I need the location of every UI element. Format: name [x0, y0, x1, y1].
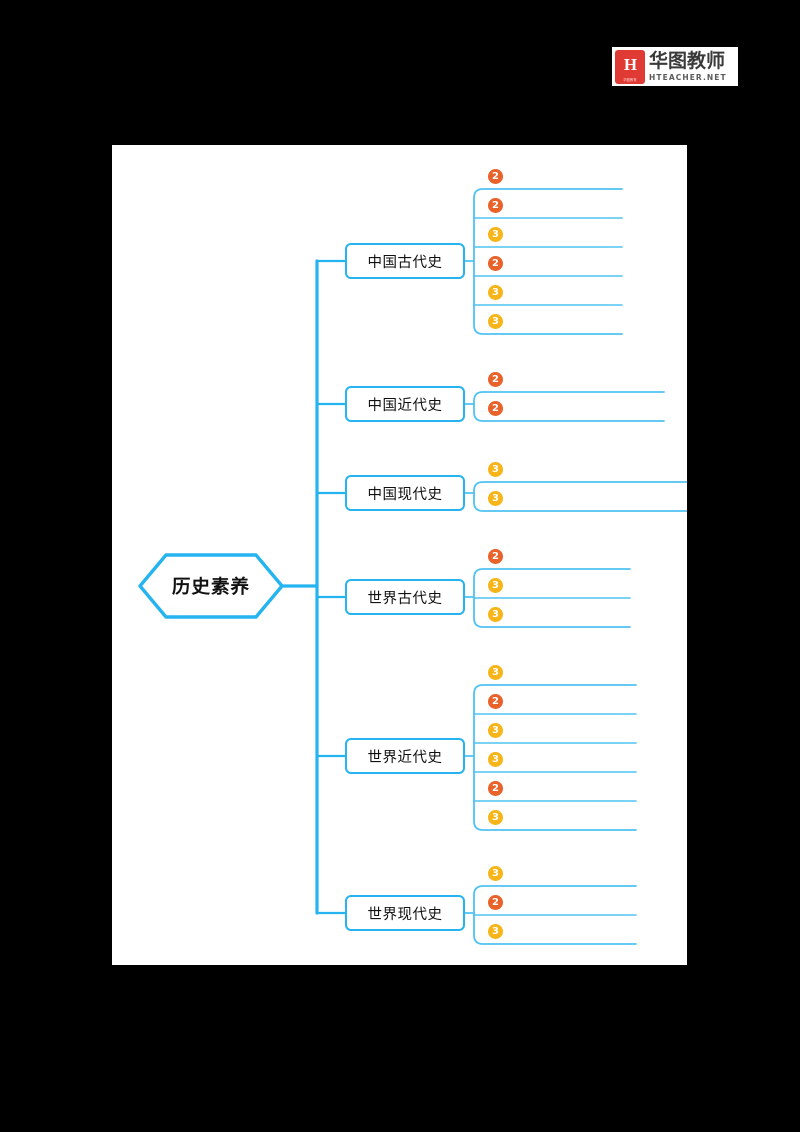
- leaf-row[interactable]: 2: [474, 893, 636, 922]
- leaf-row[interactable]: 2: [474, 254, 622, 283]
- leaf-level-badge: 3: [488, 578, 503, 593]
- leaf-row[interactable]: 2: [474, 196, 622, 225]
- leaf-row[interactable]: 3: [474, 576, 630, 605]
- branch-node-china-contemporary[interactable]: 中国现代史: [345, 475, 465, 511]
- branch-node-world-contemporary[interactable]: 世界现代史: [345, 895, 465, 931]
- leaf-level-badge: 2: [488, 198, 503, 213]
- leaf-row[interactable]: 2: [474, 547, 630, 576]
- leaf-level-badge: 3: [488, 723, 503, 738]
- leaf-row[interactable]: 3: [474, 605, 630, 634]
- leaf-row[interactable]: 2: [474, 167, 622, 196]
- leaf-row[interactable]: 3: [474, 922, 636, 951]
- leaf-row[interactable]: 3: [474, 808, 636, 837]
- leaf-row[interactable]: 3: [474, 721, 636, 750]
- leaf-level-badge: 3: [488, 866, 503, 881]
- branch-node-world-ancient[interactable]: 世界古代史: [345, 579, 465, 615]
- root-node-label: 历史素养: [171, 577, 250, 598]
- leaf-level-badge: 2: [488, 781, 503, 796]
- leaf-row[interactable]: 2: [474, 692, 636, 721]
- leaf-level-badge: 3: [488, 462, 503, 477]
- leaf-level-badge: 2: [488, 401, 503, 416]
- leaf-level-badge: 3: [488, 607, 503, 622]
- leaf-level-badge: 2: [488, 895, 503, 910]
- brand-logo-text: 华图教师 HTEACHER.NET: [649, 49, 727, 82]
- leaf-level-badge: 3: [488, 924, 503, 939]
- leaf-row[interactable]: 3: [474, 225, 622, 254]
- leaf-level-badge: 3: [488, 665, 503, 680]
- leaf-level-badge: 2: [488, 694, 503, 709]
- leaf-row[interactable]: 2: [474, 779, 636, 808]
- branch-node-label: 中国现代史: [367, 486, 443, 503]
- branch-node-china-ancient[interactable]: 中国古代史: [345, 243, 465, 279]
- leaf-level-badge: 3: [488, 491, 503, 506]
- branch-node-label: 中国近代史: [367, 397, 443, 414]
- branch-node-label: 世界近代史: [367, 749, 443, 766]
- leaf-level-badge: 3: [488, 810, 503, 825]
- brand-logo: H 华图教育 华图教师 HTEACHER.NET: [612, 47, 738, 86]
- brand-name-cn: 华图教师: [649, 49, 726, 72]
- branch-node-china-modern[interactable]: 中国近代史: [345, 386, 465, 422]
- leaf-row[interactable]: 3: [474, 460, 687, 489]
- branch-node-label: 世界古代史: [367, 590, 443, 607]
- leaf-row[interactable]: 2: [474, 399, 664, 428]
- leaf-level-badge: 2: [488, 169, 503, 184]
- leaf-level-badge: 2: [488, 372, 503, 387]
- branch-node-world-modern[interactable]: 世界近代史: [345, 738, 465, 774]
- leaf-row[interactable]: 3: [474, 283, 622, 312]
- branch-node-label: 中国古代史: [367, 254, 443, 271]
- leaf-level-badge: 3: [488, 314, 503, 329]
- leaf-level-badge: 3: [488, 285, 503, 300]
- mindmap-root-node[interactable]: 历史素养: [140, 555, 282, 617]
- leaf-row[interactable]: 3: [474, 663, 636, 692]
- leaf-level-badge: 2: [488, 256, 503, 271]
- leaf-row[interactable]: 3: [474, 312, 622, 341]
- logo-mark-glyph: H: [623, 54, 637, 74]
- logo-mark-subtext: 华图教育: [623, 78, 637, 83]
- leaf-row[interactable]: 3: [474, 864, 636, 893]
- leaf-level-badge: 2: [488, 549, 503, 564]
- mindmap-panel: 历史素养 中国古代史 2 2 3 2 3 3 中国近代史 2 2 中国现代史 3 3 世界古代史 2 3 3 世界…: [112, 145, 687, 965]
- huatu-logo-icon: H 华图教育: [615, 49, 645, 84]
- mindmap-connectors: [138, 188, 687, 945]
- brand-name-en: HTEACHER.NET: [649, 72, 727, 82]
- branch-node-label: 世界现代史: [367, 906, 443, 923]
- leaf-row[interactable]: 3: [474, 489, 687, 518]
- leaf-row[interactable]: 2: [474, 370, 664, 399]
- leaf-level-badge: 3: [488, 227, 503, 242]
- leaf-level-badge: 3: [488, 752, 503, 767]
- leaf-row[interactable]: 3: [474, 750, 636, 779]
